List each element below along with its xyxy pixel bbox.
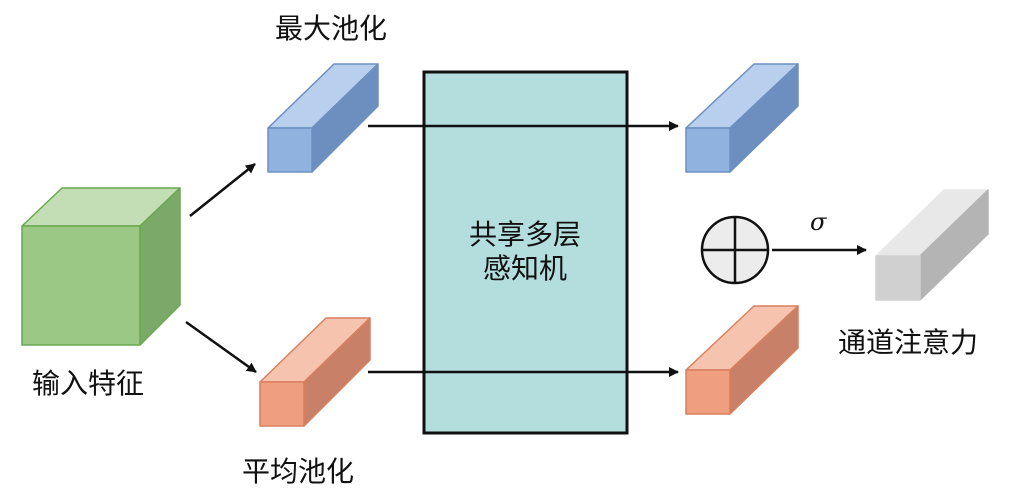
mlp-label-line1: 共享多层: [469, 218, 581, 251]
max-pool-label: 最大池化: [275, 12, 387, 45]
arrow-input-to-avg: [185, 320, 257, 374]
input-feature-cube: [21, 187, 181, 346]
input-feature-label: 输入特征: [32, 367, 144, 400]
elementwise-sum-icon: [700, 215, 770, 285]
max-pool-bar: [267, 63, 379, 173]
channel-attention-label: 通道注意力: [838, 326, 978, 359]
mlp-label-line2: 感知机: [483, 252, 567, 285]
channel-attention-bar: [875, 189, 989, 301]
output-avg-bar: [685, 305, 799, 415]
output-max-bar: [685, 63, 799, 173]
sigma-label: σ: [810, 208, 827, 236]
arrow-input-to-max: [189, 163, 256, 217]
avg-pool-bar: [259, 317, 371, 427]
avg-pool-label: 平均池化: [242, 455, 354, 488]
